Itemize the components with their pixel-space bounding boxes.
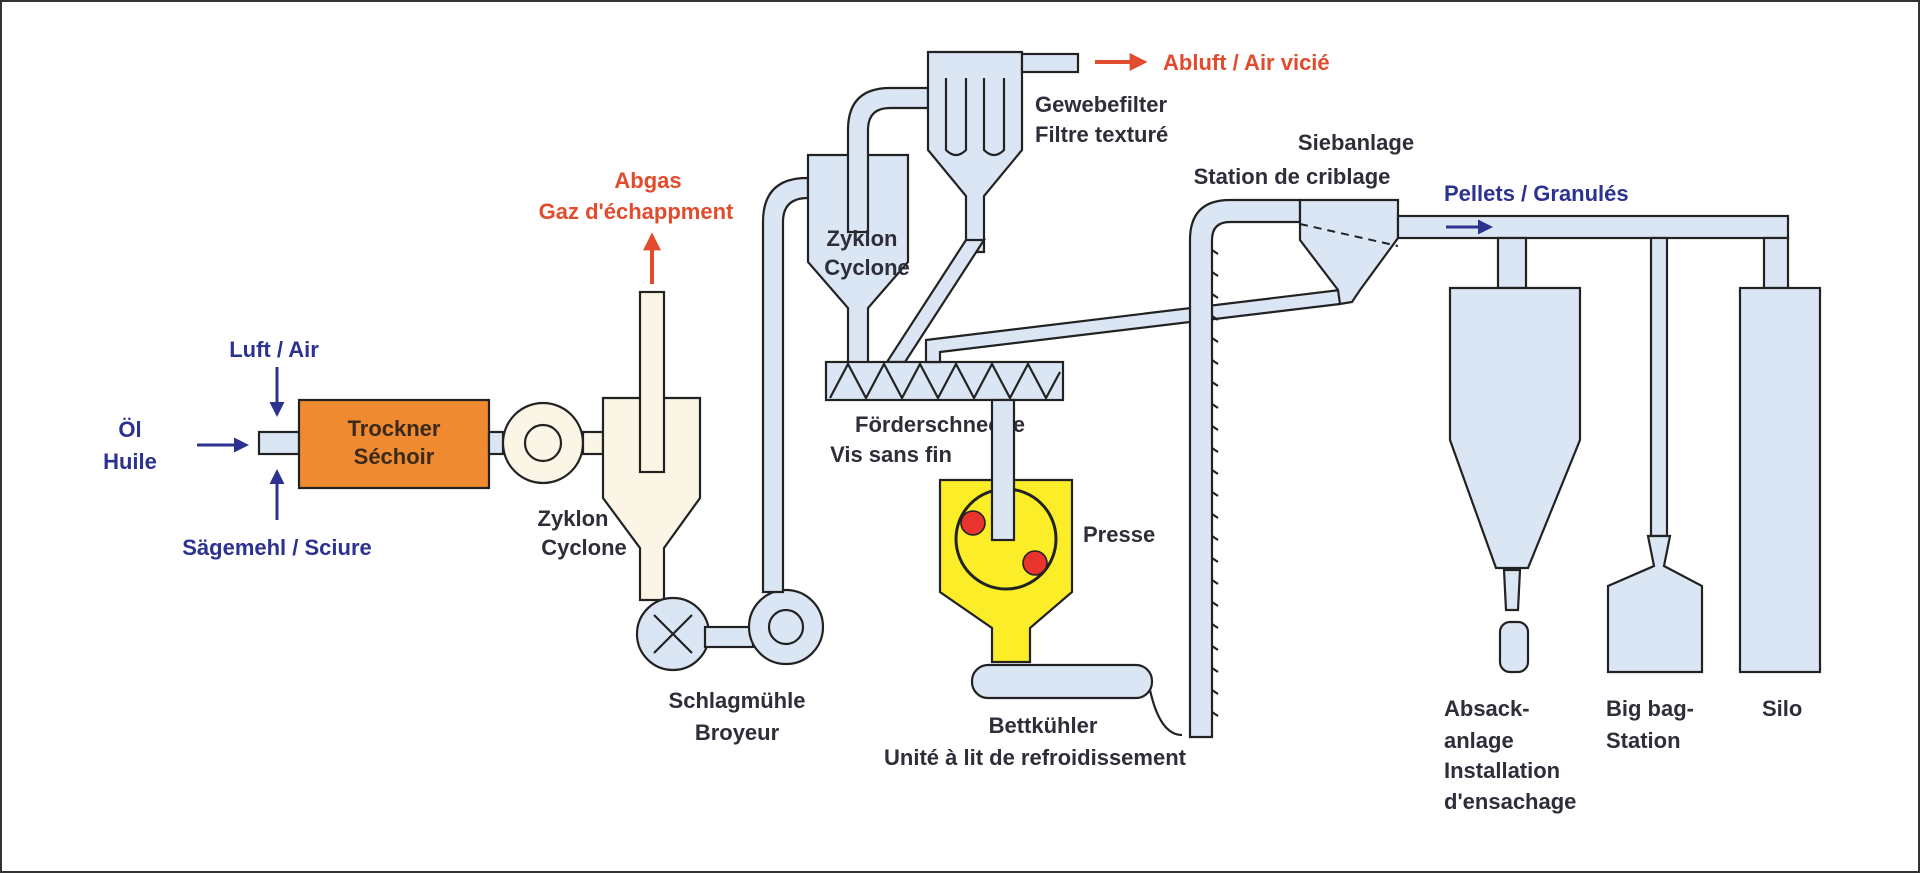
dryer-label-de: Trockner <box>348 416 441 441</box>
cyclone-1-label-de: Zyklon <box>538 506 609 531</box>
bed-cooler <box>970 663 1154 700</box>
dryer-fan <box>501 401 585 485</box>
pellets-label: Pellets / Granulés <box>1444 181 1629 206</box>
cooler-to-elevator-pipe <box>1148 689 1183 737</box>
mill-riser-pipe <box>761 176 810 594</box>
bagging-station <box>1448 236 1582 674</box>
fabric-filter-label-de: Gewebefilter <box>1035 92 1167 117</box>
sawdust-label: Sägemehl / Sciure <box>182 535 372 560</box>
bagging-label-4: d'ensachage <box>1444 789 1576 814</box>
dryer-to-fan-pipe <box>487 430 505 456</box>
dryer-inlet-pipe <box>257 430 301 456</box>
cooler-label-de: Bettkühler <box>989 713 1098 738</box>
air-label: Luft / Air <box>229 337 319 362</box>
fan-to-cyclone-pipe <box>581 430 605 456</box>
oil-label-de: Öl <box>118 417 141 442</box>
dryer <box>297 398 491 490</box>
bagging-label-1: Absack- <box>1444 696 1530 721</box>
dryer-label-fr: Séchoir <box>354 444 435 469</box>
cyclone-1-label-fr: Cyclone <box>541 535 627 560</box>
bagging-label-3: Installation <box>1444 758 1560 783</box>
press-roll <box>960 510 986 536</box>
mill-label-de: Schlagmühle <box>669 688 806 713</box>
cooler-label-fr: Unité à lit de refroidissement <box>884 745 1187 770</box>
bagging-label-2: anlage <box>1444 728 1514 753</box>
bucket-elevator <box>1188 198 1302 739</box>
screw-conveyor <box>824 360 1065 402</box>
screw-label-fr: Vis sans fin <box>830 442 952 467</box>
big-bag-label-1: Big bag- <box>1606 696 1694 721</box>
screening-label-de: Siebanlage <box>1298 130 1414 155</box>
oil-label-fr: Huile <box>103 449 157 474</box>
exhaust-label-fr: Gaz d'échappment <box>539 199 734 224</box>
mill-to-fan-pipe <box>703 625 755 649</box>
cyclone-1 <box>601 290 702 602</box>
big-bag-label-2: Station <box>1606 728 1681 753</box>
hammer-mill <box>635 596 711 672</box>
pellet-press <box>938 478 1074 664</box>
mill-fan <box>747 588 825 666</box>
cyclone-2-label-de: Zyklon <box>827 226 898 251</box>
mill-label-fr: Broyeur <box>695 720 780 745</box>
screw-to-press-pipe <box>990 398 1016 542</box>
big-bag-station <box>1606 236 1704 674</box>
screening-return-pipe <box>924 288 1342 364</box>
press-roll <box>1022 550 1048 576</box>
fabric-filter <box>926 50 1080 254</box>
product-header-pipe <box>1396 214 1790 240</box>
silo <box>1738 236 1822 674</box>
screening-label-fr: Station de criblage <box>1194 164 1391 189</box>
exhaust-label-de: Abgas <box>614 168 681 193</box>
screening-station <box>1298 198 1400 306</box>
fabric-filter-label-fr: Filtre texturé <box>1035 122 1168 147</box>
exhaust-air-label: Abluft / Air vicié <box>1163 50 1330 75</box>
silo-label: Silo <box>1762 696 1802 721</box>
press-label: Presse <box>1083 522 1155 547</box>
cyclone-2-label-fr: Cyclone <box>824 255 910 280</box>
